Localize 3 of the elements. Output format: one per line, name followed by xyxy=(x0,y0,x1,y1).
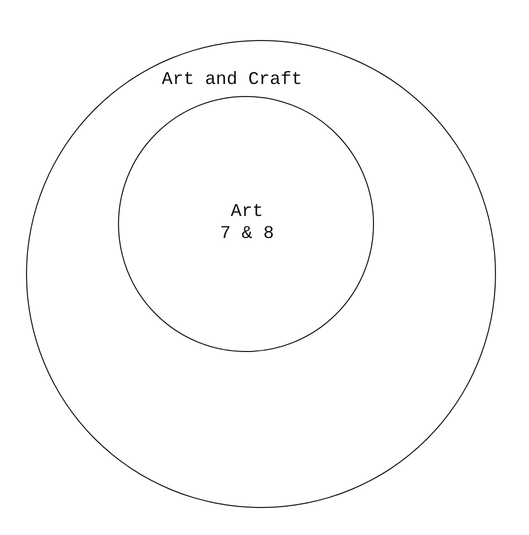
circle-label: 7 & 8 xyxy=(220,223,274,245)
circle-label: Art and Craft xyxy=(162,69,302,91)
circle-label: Art xyxy=(230,201,264,223)
